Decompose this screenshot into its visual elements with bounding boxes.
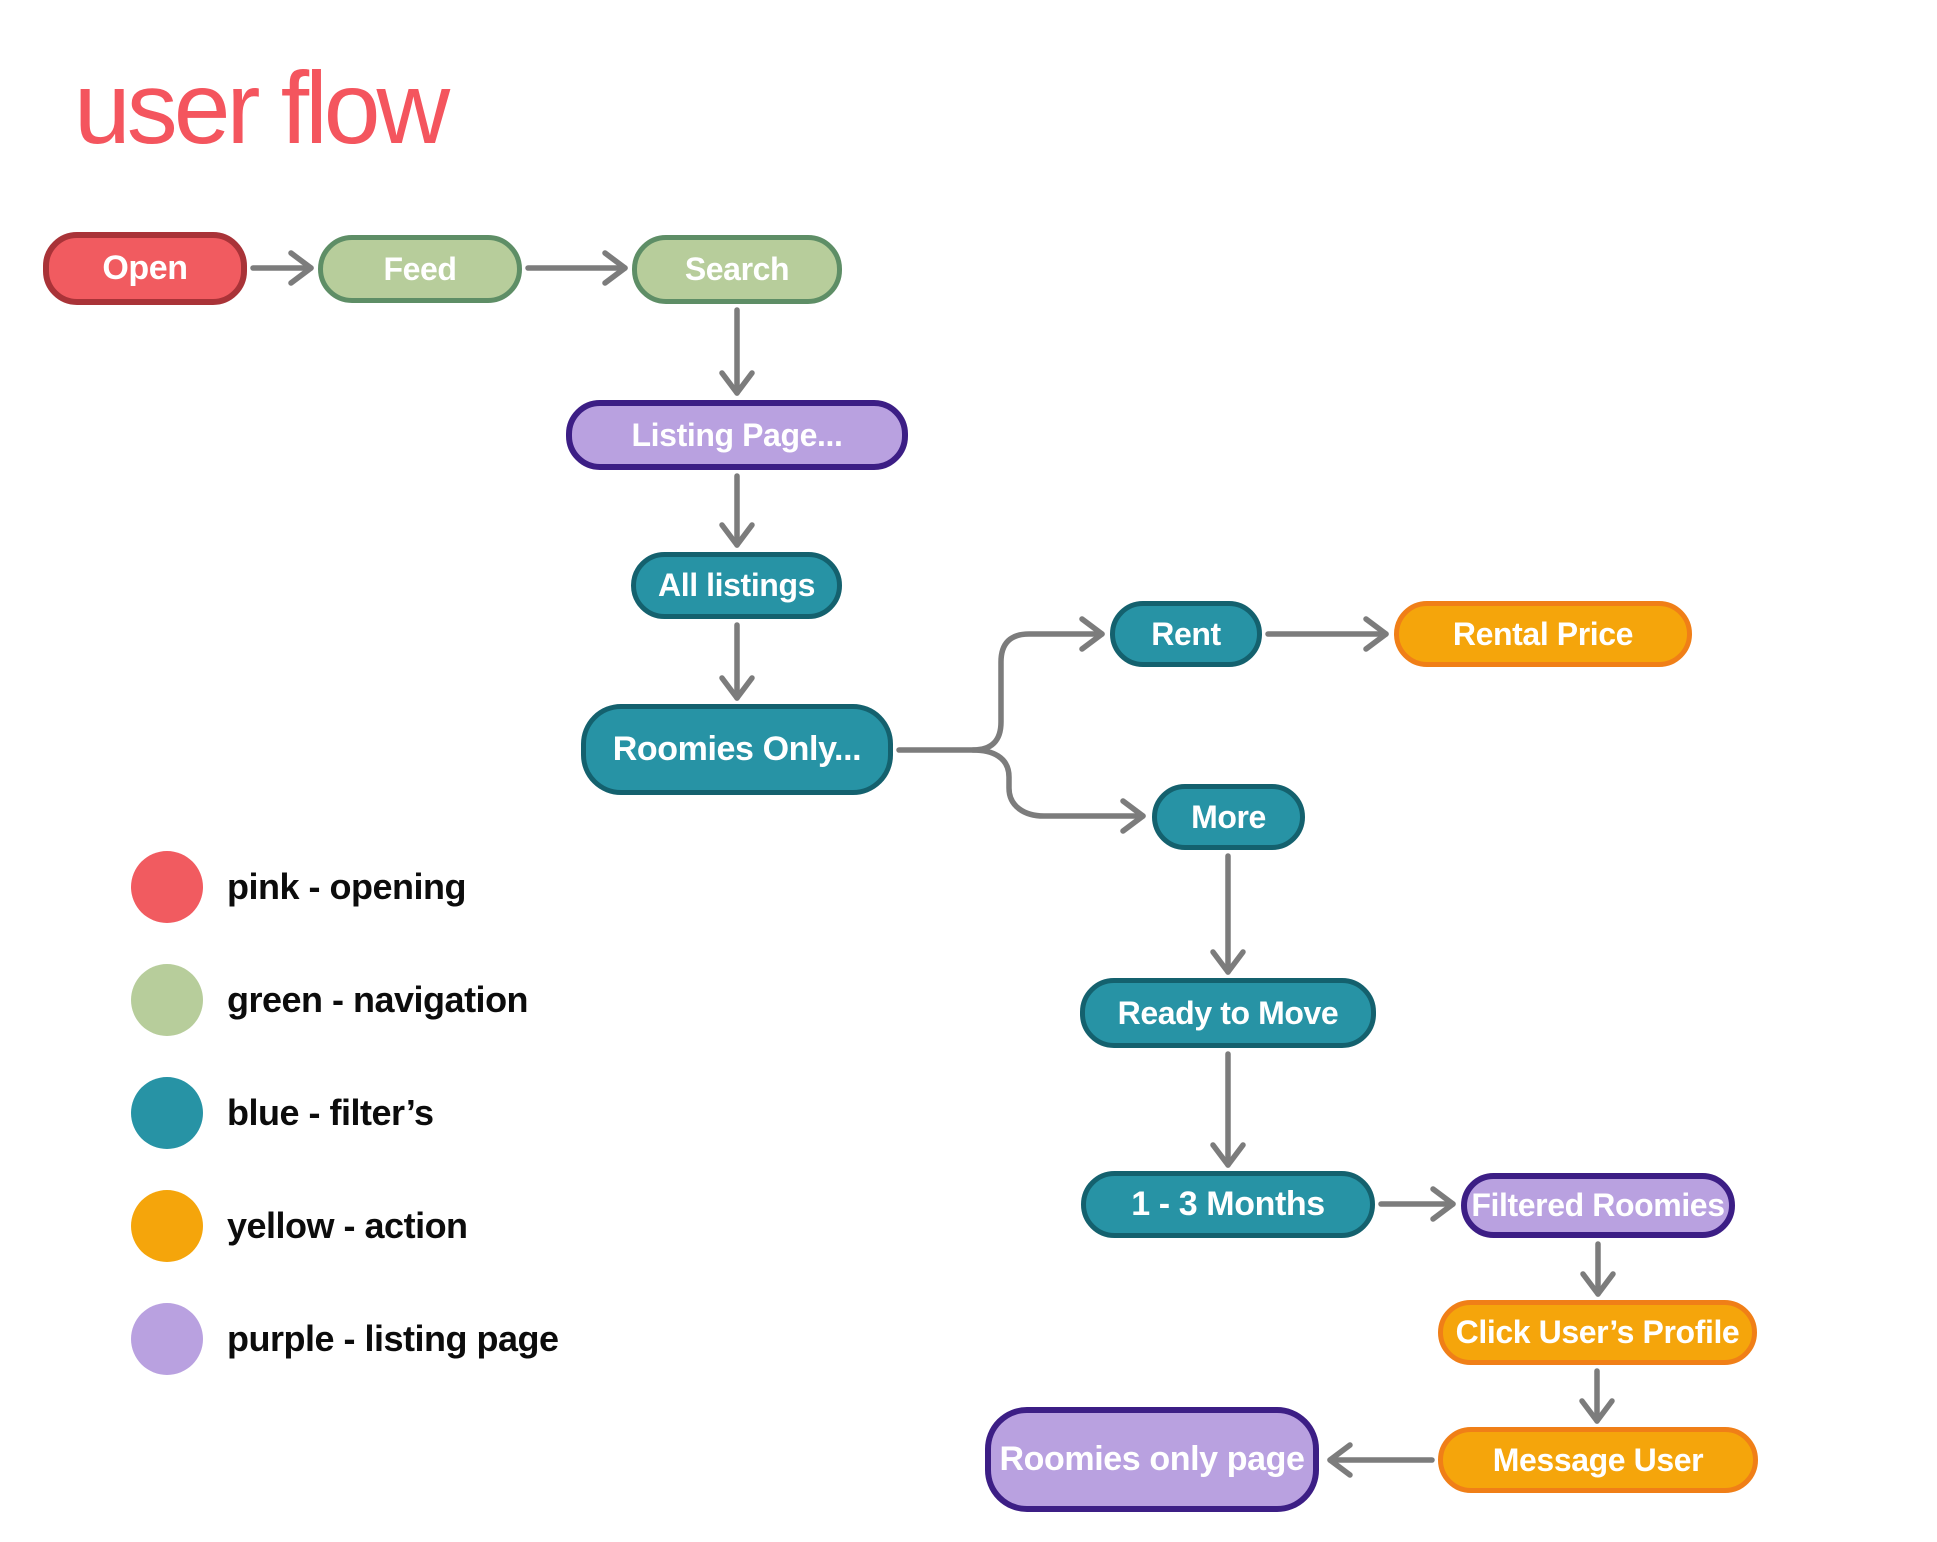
node-roomies-only-page: Roomies only page xyxy=(985,1407,1319,1512)
arrowhead-open-feed xyxy=(288,250,314,286)
legend-item-purple: purple - listing page xyxy=(131,1303,559,1375)
legend: pink - opening green - navigation blue -… xyxy=(131,851,559,1375)
node-filtered-roomies: Filtered Roomies xyxy=(1461,1173,1735,1238)
green-circle-icon xyxy=(131,964,203,1036)
arrowhead-roomies-more xyxy=(1120,798,1146,834)
node-message-user: Message User xyxy=(1438,1427,1758,1493)
legend-label-blue: blue - filter’s xyxy=(227,1092,434,1133)
arrow-roomies-rent xyxy=(896,631,1105,753)
node-open: Open xyxy=(43,232,247,305)
node-feed: Feed xyxy=(318,235,522,303)
arrowhead-search-listing xyxy=(719,370,755,396)
purple-circle-icon xyxy=(131,1303,203,1375)
arrow-roomies-more xyxy=(970,747,1146,819)
legend-item-pink: pink - opening xyxy=(131,851,559,923)
legend-label-yellow: yellow - action xyxy=(227,1205,468,1246)
arrowhead-listing-alllistings xyxy=(719,522,755,548)
node-one-three-months: 1 - 3 Months xyxy=(1081,1171,1375,1238)
arrowhead-alllistings-roomies xyxy=(719,675,755,701)
arrowhead-months-filtered xyxy=(1430,1186,1456,1222)
node-rental-price: Rental Price xyxy=(1394,601,1692,667)
arrowhead-more-ready xyxy=(1210,949,1246,975)
legend-item-green: green - navigation xyxy=(131,964,559,1036)
pink-circle-icon xyxy=(131,851,203,923)
yellow-circle-icon xyxy=(131,1190,203,1262)
legend-label-pink: pink - opening xyxy=(227,866,466,907)
arrowhead-rent-rentalprice xyxy=(1363,616,1389,652)
legend-item-yellow: yellow - action xyxy=(131,1190,559,1262)
arrowhead-ready-months xyxy=(1210,1142,1246,1168)
node-search: Search xyxy=(632,235,842,304)
page-title: user flow xyxy=(74,51,450,165)
arrowhead-filtered-profile xyxy=(1580,1271,1616,1297)
node-listing-page: Listing Page... xyxy=(566,400,908,470)
node-more: More xyxy=(1152,784,1305,850)
legend-item-blue: blue - filter’s xyxy=(131,1077,559,1149)
node-roomies-only: Roomies Only... xyxy=(581,704,893,795)
legend-label-purple: purple - listing page xyxy=(227,1318,559,1359)
blue-circle-icon xyxy=(131,1077,203,1149)
arrowhead-profile-message xyxy=(1579,1398,1615,1424)
node-click-users-profile: Click User’s Profile xyxy=(1438,1300,1757,1365)
arrowhead-feed-search xyxy=(602,250,628,286)
arrowhead-message-roomiespage xyxy=(1327,1442,1353,1478)
node-ready-to-move: Ready to Move xyxy=(1080,978,1376,1048)
node-all-listings: All listings xyxy=(631,552,842,619)
legend-label-green: green - navigation xyxy=(227,979,529,1020)
node-rent: Rent xyxy=(1110,601,1262,667)
arrowhead-roomies-rent xyxy=(1079,616,1105,652)
